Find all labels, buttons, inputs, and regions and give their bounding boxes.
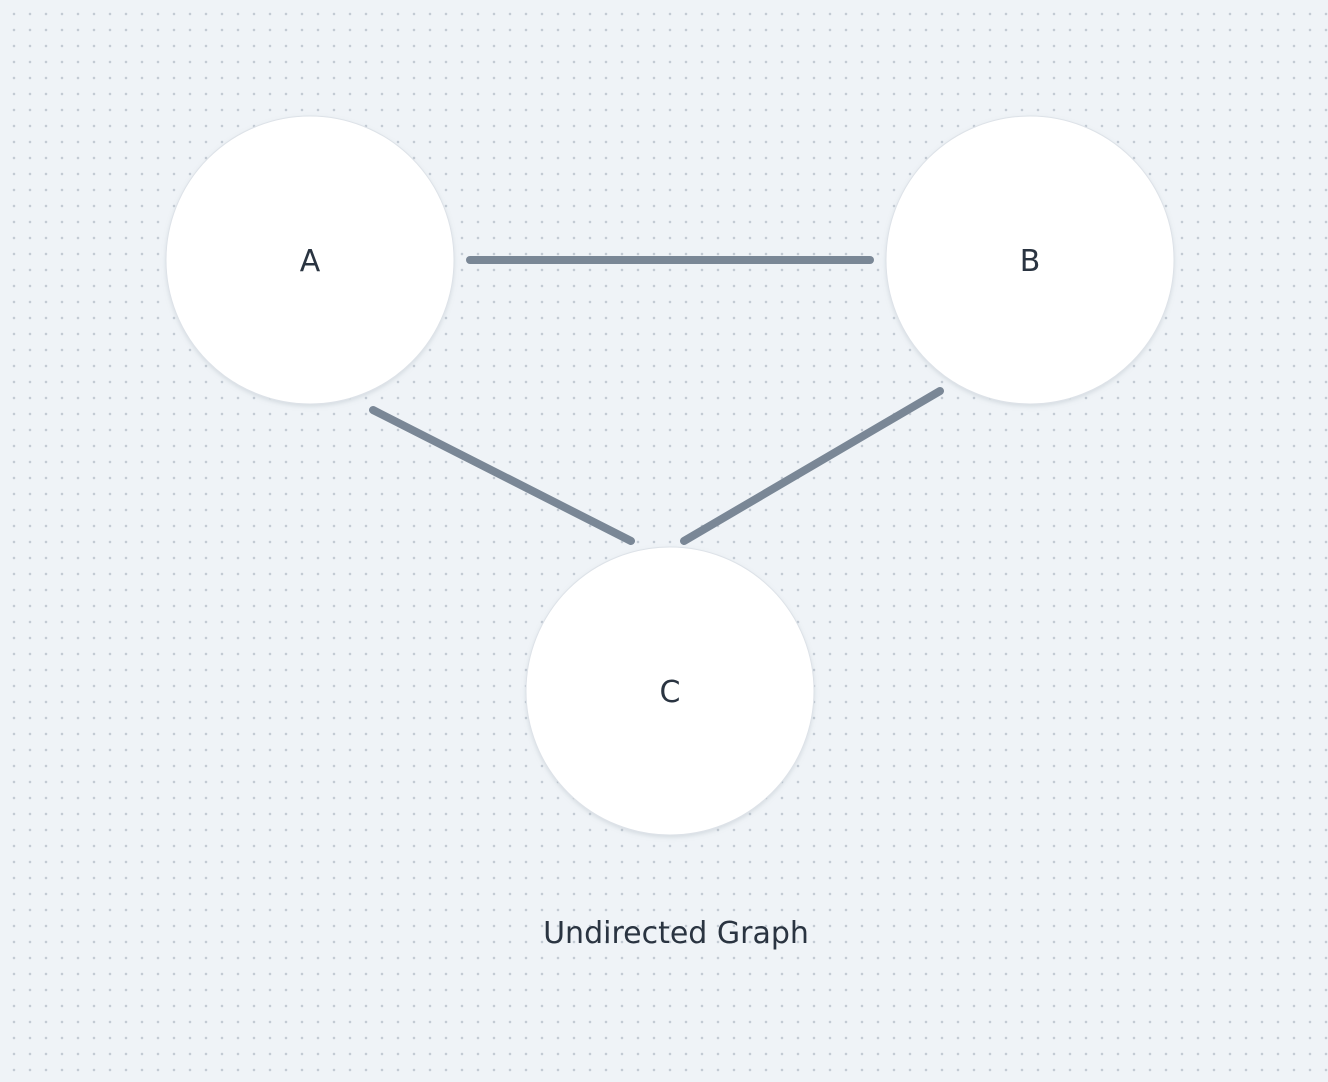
node-b[interactable]: B <box>885 115 1175 405</box>
node-b-circle[interactable] <box>885 115 1175 405</box>
node-a-circle[interactable] <box>165 115 455 405</box>
node-a[interactable]: A <box>165 115 455 405</box>
edges-layer <box>369 256 944 545</box>
node-c-circle[interactable] <box>525 546 815 836</box>
diagram-caption: Undirected Graph <box>543 916 809 951</box>
node-a-label: A <box>300 244 321 279</box>
node-c[interactable]: C <box>525 546 815 836</box>
nodes-layer: A B C <box>165 115 1175 836</box>
node-c-label: C <box>660 675 681 710</box>
edge-a-c[interactable] <box>369 406 635 545</box>
edge-b-c[interactable] <box>680 387 944 545</box>
node-b-label: B <box>1020 244 1041 279</box>
